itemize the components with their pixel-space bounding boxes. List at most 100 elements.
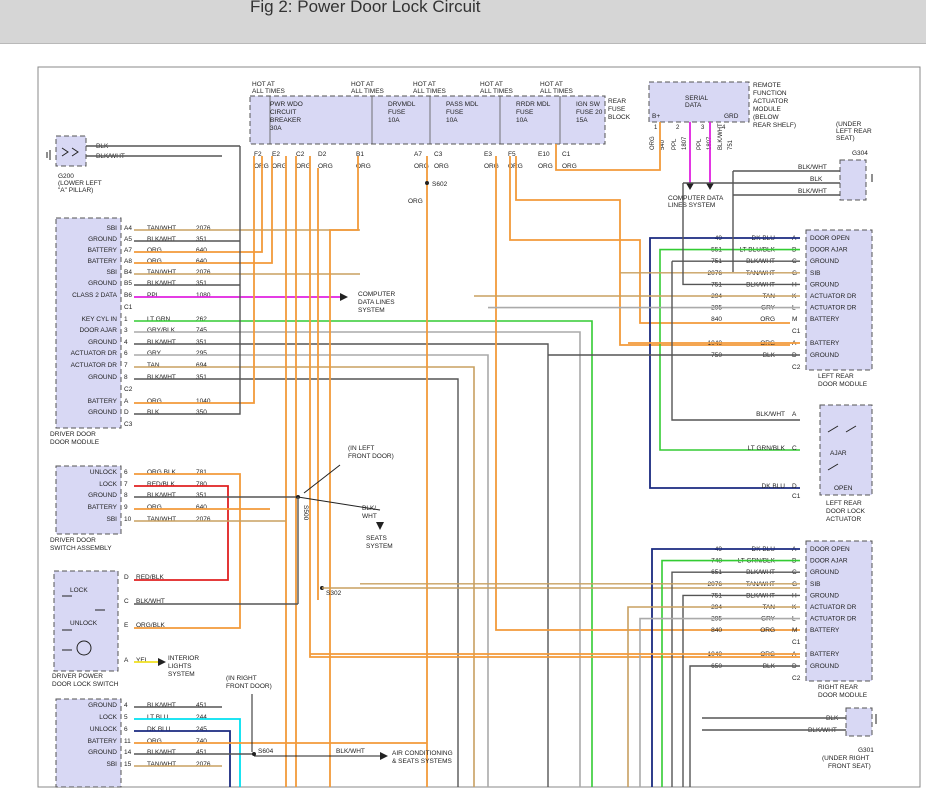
rear-wire-circuit: 840	[711, 316, 722, 323]
rear-pin: M	[792, 316, 797, 323]
remote-module-label: MODULE	[753, 106, 781, 113]
rear-terminal: DOOR OPEN	[810, 546, 850, 553]
g301-connector	[845, 707, 873, 737]
driver-door-terminal: BATTERY	[88, 258, 118, 265]
fuse-name: FUSE 20	[576, 109, 603, 116]
fuse-pin: E2	[272, 151, 280, 158]
actuator-ajar: AJAR	[830, 450, 847, 457]
driver-door-pin: B6	[124, 292, 132, 299]
pass-wire-circuit: 2076	[196, 761, 211, 768]
computer-data-dest: COMPUTER DATA	[668, 195, 724, 202]
right-rear-door-module	[805, 540, 873, 682]
rear-wire-color: ORG	[760, 627, 775, 634]
driver-door-module	[55, 217, 122, 429]
driver-door-wire-circuit: 1080	[196, 292, 211, 299]
actuator-wire-color: BLK/WHT	[756, 411, 785, 418]
driver-door-pin: B5	[124, 280, 132, 287]
wire-org	[495, 156, 800, 631]
splice-label: S604	[258, 748, 274, 755]
fuse-wire-color: ORG	[272, 163, 287, 170]
switch-wire-color: BLK/WHT	[147, 492, 176, 499]
wire	[297, 496, 381, 511]
rear-terminal: DOOR AJAR	[810, 558, 848, 565]
fuse-hot-label: HOT AT	[480, 81, 503, 88]
remote-module-label: REMOTE	[753, 82, 781, 89]
splice-dot	[252, 752, 256, 756]
g304-label: G304	[852, 150, 868, 157]
serial-wire-color: ORG	[650, 136, 656, 150]
serial-pin-num: 3	[701, 125, 705, 131]
pass-wire-circuit: 244	[196, 714, 207, 721]
wire-blk	[134, 146, 241, 415]
wire-lt-blu	[134, 718, 241, 787]
ac-wire: BLK/WHT	[336, 748, 365, 755]
driver-door-terminal: SBI	[107, 225, 118, 232]
rear-pin: C1	[792, 328, 801, 335]
switch-wire-circuit: 781	[196, 469, 207, 476]
g200-label: (LOWER LEFT	[58, 180, 102, 187]
wire-org-640	[134, 156, 263, 253]
rear-terminal: ACTUATOR DR	[810, 616, 857, 623]
wire-dk-blu	[651, 548, 800, 787]
splice-label: S500	[302, 505, 309, 521]
location-label: FRONT DOOR)	[226, 683, 272, 690]
driver-door-wire-circuit: 1040	[196, 398, 211, 405]
g304-label: LEFT REAR	[836, 128, 872, 135]
driver-door-wire-color: GRY	[147, 350, 162, 357]
driver-door-terminal: ACTUATOR DR	[71, 362, 118, 369]
wire-org	[309, 156, 800, 658]
driver-door-wire-circuit: 295	[196, 350, 207, 357]
arrow-icon	[686, 183, 694, 190]
driver-door-wire-color: ORG	[147, 247, 162, 254]
pass-wire-color: TAN/WHT	[147, 761, 176, 768]
driver-door-pin: A4	[124, 225, 132, 232]
wire-blk-wht	[671, 261, 800, 421]
fuse-name: BREAKER	[270, 117, 301, 124]
g200-label: "A" PILLAR)	[58, 187, 93, 194]
seats-dest: SYSTEM	[366, 543, 393, 550]
g304-label: (UNDER	[836, 121, 862, 128]
switch-icon	[827, 425, 857, 471]
pass-wire-circuit: 740	[196, 738, 207, 745]
fuse-hot-label: HOT AT	[540, 81, 563, 88]
actuator-pin: C	[792, 445, 797, 452]
switch-wire-color: TAN/WHT	[147, 516, 176, 523]
rear-terminal: GROUND	[810, 592, 839, 599]
title-bar: Fig 2: Power Door Lock Circuit	[0, 0, 926, 44]
fuse-hot-label: ALL TIMES	[480, 88, 514, 95]
rear-terminal: GROUND	[810, 352, 839, 359]
driver-door-wire-circuit: 350	[196, 409, 207, 416]
wire-red-blk	[134, 485, 229, 581]
driver-door-pin: 6	[124, 350, 128, 357]
fuse-wire-color: ORG	[538, 163, 553, 170]
driver-door-pin: A8	[124, 258, 132, 265]
ac-dest: AIR CONDITIONING	[392, 750, 453, 757]
driver-door-wire-color: GRY/BLK	[147, 327, 176, 334]
rear-terminal: DOOR AJAR	[810, 247, 848, 254]
data-dest: DATA LINES	[358, 299, 395, 306]
splice-dot	[425, 181, 429, 185]
ac-dest: & SEATS SYSTEMS	[392, 758, 453, 765]
actuator-wire-color: DK BLU	[762, 483, 786, 490]
serial-wire-color: BLK/WHT	[718, 123, 724, 150]
unlock-label: UNLOCK	[70, 620, 98, 627]
pass-wire-color: LT BLU	[147, 714, 169, 721]
fuse-wire-color: ORG	[318, 163, 333, 170]
lock-switch-pin: E	[124, 622, 129, 629]
remote-function-module	[648, 81, 750, 123]
switch-wire-circuit: 2076	[196, 516, 211, 523]
serial-data-label: DATA	[685, 102, 702, 109]
pass-terminal: BATTERY	[88, 738, 118, 745]
switch-pin: 6	[124, 469, 128, 476]
seats-wire: BLK/	[362, 505, 376, 512]
fuse-name: IGN SW	[576, 101, 601, 108]
interior-lights-dest: LIGHTS	[168, 663, 192, 670]
passenger-door-module	[55, 698, 122, 788]
driver-door-wire-color: BLK/WHT	[147, 339, 176, 346]
driver-door-terminal: ACTUATOR DR	[71, 350, 118, 357]
pass-pin: 5	[124, 714, 128, 721]
driver-door-wire-circuit: 2076	[196, 269, 211, 276]
fuse-hot-label: ALL TIMES	[413, 88, 447, 95]
pass-wire-circuit: 451	[196, 702, 207, 709]
